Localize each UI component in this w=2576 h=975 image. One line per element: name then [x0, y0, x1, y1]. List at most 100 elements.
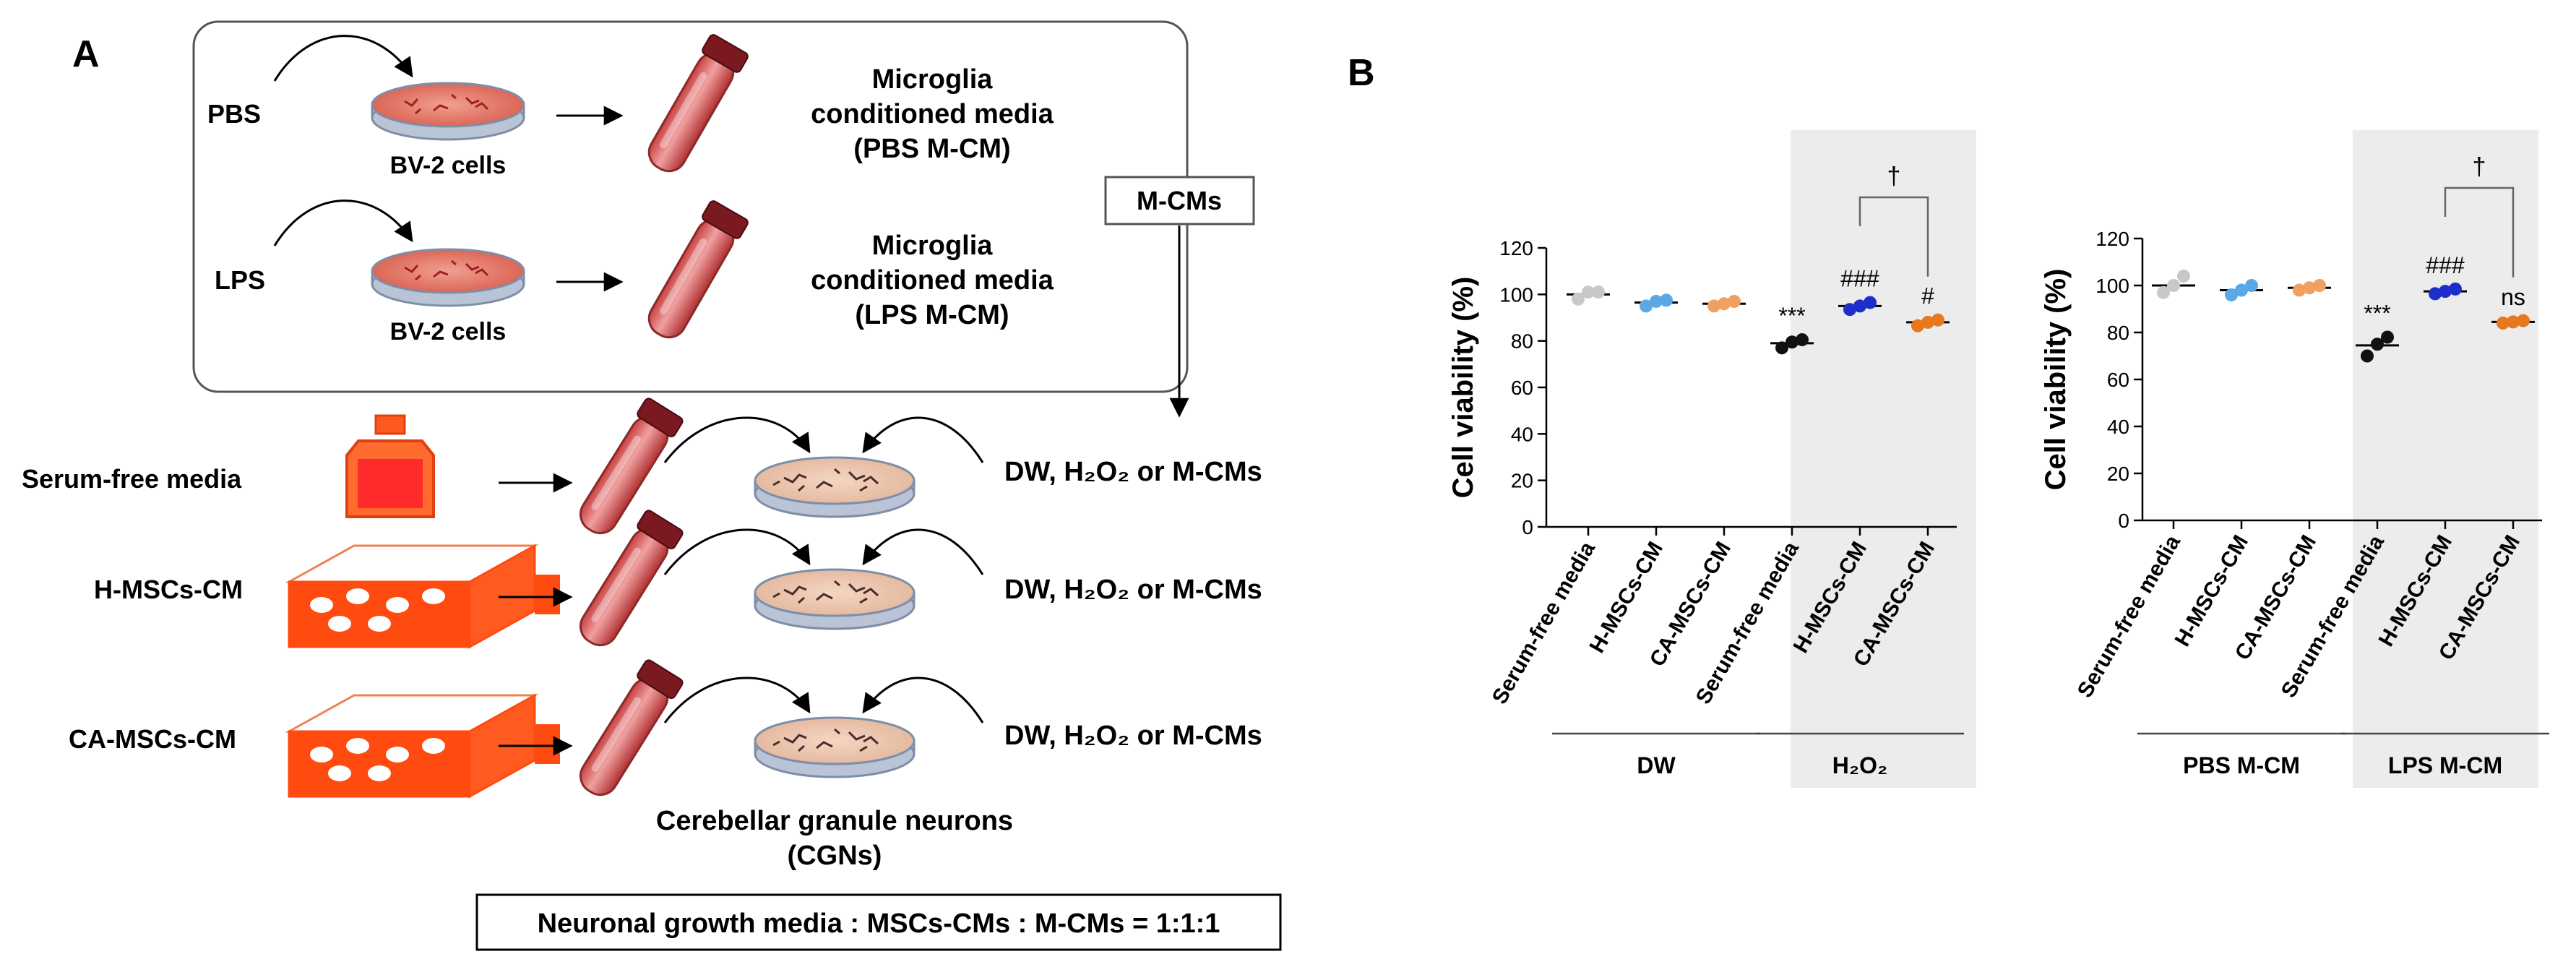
lps-label: LPS: [215, 265, 265, 295]
y-tick-label: 40: [1511, 423, 1533, 445]
curved-arrow-row2-left: [663, 528, 811, 575]
y-tick-label: 120: [2095, 228, 2129, 250]
y-tick-label: 0: [1522, 516, 1533, 538]
data-point: [2517, 314, 2530, 327]
data-point: [2429, 287, 2442, 301]
y-tick-label: 100: [2095, 275, 2129, 297]
treatment-row1: DW, H₂O₂ or M-CMs: [1004, 457, 1262, 487]
data-point: [2167, 279, 2180, 292]
ratio-box: [475, 893, 1282, 951]
bracket-label: †: [2473, 153, 2486, 181]
cgn-label-line2: (CGNs): [788, 841, 882, 871]
data-point: [1582, 285, 1595, 299]
data-point: [1728, 294, 1741, 308]
serum-free-bottle-icon: [345, 414, 435, 518]
data-point: [2303, 281, 2316, 295]
data-point: [1650, 294, 1663, 308]
x-tick-label: Serum-free media: [1488, 538, 1600, 708]
tube-row1: [570, 395, 686, 543]
row-label-serum-free: Serum-free media: [22, 464, 242, 494]
data-point: [2361, 349, 2374, 363]
y-tick-label: 20: [1511, 470, 1533, 492]
group-label: H₂O₂: [1832, 752, 1887, 778]
row-label-h-mscs: H-MSCs-CM: [94, 575, 243, 604]
data-point: [2313, 279, 2326, 292]
data-point: [2497, 317, 2510, 330]
bracket-label: †: [1887, 163, 1901, 190]
cgn-dish-row1: [754, 456, 916, 518]
data-point: [1640, 299, 1653, 313]
y-tick-label: 80: [2107, 322, 2129, 344]
panel-a-label: A: [72, 33, 100, 75]
panel-b-label: B: [1348, 52, 1375, 94]
mcm-pbs-line3: (PBS M-CM): [853, 134, 1010, 164]
data-point: [2439, 285, 2452, 298]
bv2-dish-lps: [371, 248, 525, 307]
treated-group-shading: [1791, 130, 1976, 788]
comparison-bracket: [1858, 196, 1929, 277]
y-axis-label: Cell viability (%): [2040, 269, 2072, 491]
y-tick-label: 60: [1511, 377, 1533, 399]
curved-arrow-row3-left: [663, 677, 811, 723]
data-point: [1853, 299, 1866, 313]
mcms-box: [1104, 176, 1255, 226]
bv2-label-pbs: BV-2 cells: [390, 152, 507, 179]
data-point: [2507, 315, 2520, 329]
data-point: [2449, 282, 2462, 296]
x-tick-label: Serum-free media: [2073, 531, 2185, 702]
y-tick-label: 120: [1499, 237, 1533, 259]
data-point: [2177, 270, 2190, 283]
data-point: [1911, 319, 1924, 332]
data-point: [1796, 333, 1809, 347]
y-axis-label: Cell viability (%): [1447, 277, 1479, 499]
row-label-ca-mscs: CA-MSCs-CM: [69, 724, 236, 754]
curved-arrow-row1-right: [862, 416, 984, 463]
data-point: [1843, 303, 1856, 317]
tube-pbs: [639, 32, 751, 180]
y-tick-label: 40: [2107, 416, 2129, 438]
tube-row2: [570, 507, 686, 655]
treated-group-shading: [2353, 130, 2538, 788]
significance-label: ###: [2426, 252, 2465, 278]
significance-label: #: [1921, 283, 1934, 309]
tube-row3: [570, 657, 686, 804]
data-point: [2293, 283, 2306, 297]
significance-label: ns: [2501, 284, 2525, 310]
comparison-bracket: [2444, 186, 2515, 278]
data-point: [1592, 285, 1605, 299]
mcm-lps-line3: (LPS M-CM): [855, 300, 1009, 330]
lps-arrow: [273, 199, 413, 246]
data-point: [1660, 293, 1673, 307]
data-point: [2157, 285, 2170, 299]
data-point: [1931, 313, 1944, 327]
mcm-pbs-line1: Microglia: [872, 64, 994, 95]
data-point: [1864, 296, 1877, 309]
group-label: DW: [1637, 752, 1676, 778]
group-label: PBS M-CM: [2183, 752, 2300, 778]
significance-label: ***: [2364, 301, 2390, 327]
curved-arrow-row2-right: [862, 528, 984, 575]
y-tick-label: 80: [1511, 330, 1533, 353]
cgn-label-line1: Cerebellar granule neurons: [656, 806, 1013, 836]
mcm-lps-line2: conditioned media: [811, 265, 1054, 296]
group-label: LPS M-CM: [2388, 752, 2502, 778]
y-tick-label: 100: [1499, 283, 1533, 306]
data-point: [2371, 338, 2384, 351]
tube-lps: [639, 198, 751, 346]
pbs-label: PBS: [207, 99, 261, 129]
cgn-dish-row2: [754, 568, 916, 630]
treatment-row3: DW, H₂O₂ or M-CMs: [1004, 721, 1262, 751]
curved-arrow-row1-left: [663, 416, 811, 463]
mcm-pbs-line2: conditioned media: [811, 99, 1054, 129]
data-point: [1572, 292, 1585, 306]
x-tick-label: H-MSCs-CM: [1585, 538, 1668, 657]
treatment-row2: DW, H₂O₂ or M-CMs: [1004, 575, 1262, 605]
mcms-box-label: M-CMs: [1137, 186, 1222, 215]
bv2-label-lps: BV-2 cells: [390, 318, 507, 345]
y-tick-label: 20: [2107, 463, 2129, 485]
y-tick-label: 0: [2118, 510, 2129, 532]
